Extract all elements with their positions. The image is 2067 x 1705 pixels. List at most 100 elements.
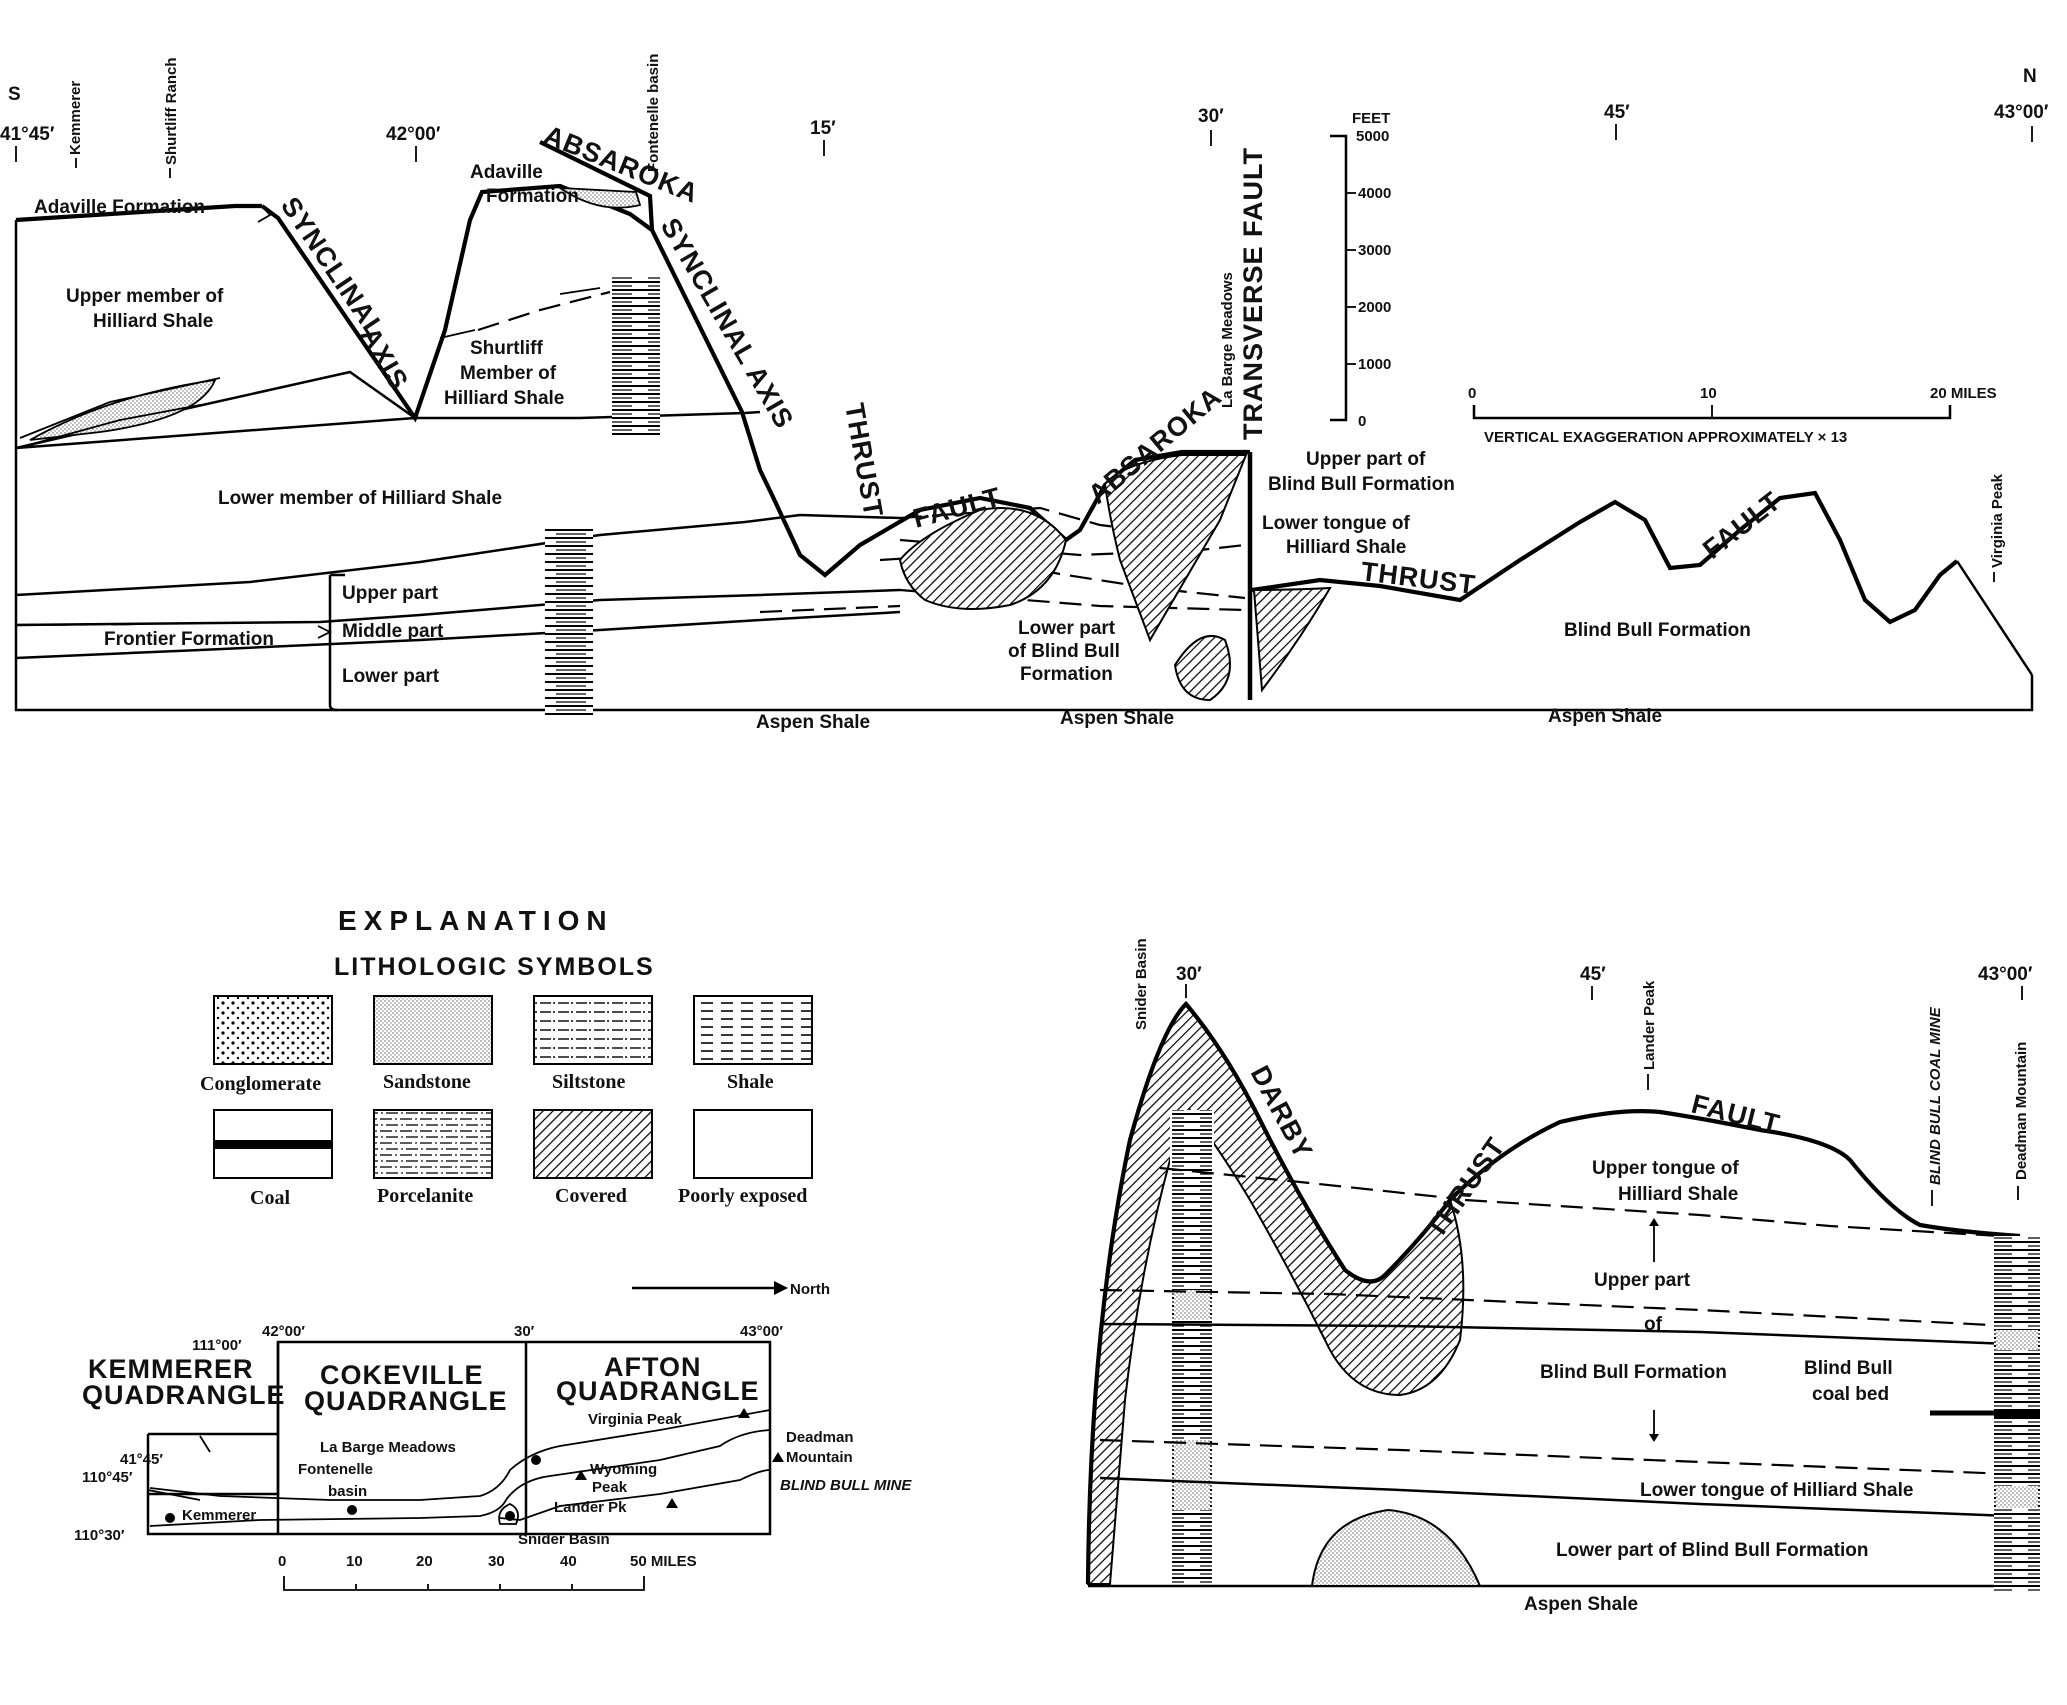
column-snider: [1172, 1110, 1212, 1586]
blabel-coal-2: coal bed: [1812, 1384, 1889, 1405]
north-arrow-label: North: [790, 1281, 830, 1298]
scale-mi-20: 20 MILES: [1930, 385, 1997, 402]
swatch-coal: [213, 1109, 333, 1179]
label-upper-hilliard-1: Upper member of: [66, 286, 224, 307]
scale-exaggeration: VERTICAL EXAGGERATION APPROXIMATELY × 13: [1484, 429, 1847, 446]
label-shurtliff-2: Member of: [460, 363, 557, 384]
blocality-lander: Lander Peak: [1641, 980, 1658, 1070]
legend-porcelanite: Porcelanite: [377, 1185, 473, 1207]
tick-30: 30′: [1198, 106, 1224, 127]
quad-cokeville-1: COKEVILLE: [320, 1360, 484, 1390]
map-tick-42: 42°00′: [262, 1323, 305, 1340]
map-scale-10: 10: [346, 1553, 363, 1570]
label-shurtliff-3: Hilliard Shale: [444, 388, 564, 409]
tick-15: 15′: [810, 118, 836, 139]
legend-coal: Coal: [250, 1187, 290, 1209]
structure-fault-2: FAULT: [1697, 486, 1786, 565]
quad-afton-1: AFTON: [604, 1352, 702, 1382]
latitude-ticks: 41°45′ 42°00′ 15′ 30′ 45′ 43°00′: [0, 102, 2049, 162]
blabel-upper-tongue-1: Upper tongue of: [1592, 1158, 1739, 1179]
place-wyoming-1: Wyoming: [590, 1461, 657, 1478]
place-fontenelle-2: basin: [328, 1483, 367, 1500]
place-virginia: Virginia Peak: [588, 1411, 683, 1428]
label-frontier: Frontier Formation: [104, 629, 274, 650]
blabel-of: of: [1644, 1314, 1663, 1335]
map-tick-110-45: 110°45′: [82, 1469, 133, 1486]
structure-transverse: TRANSVERSE FAULT: [1238, 147, 1268, 440]
label-adaville-2b: Formation: [486, 186, 579, 207]
label-lower-part: Lower part: [342, 666, 440, 687]
locality-kemmerer: Kemmerer: [67, 81, 84, 155]
locality-virginia: Virginia Peak: [1989, 473, 2006, 568]
label-upper-hilliard-2: Hilliard Shale: [93, 311, 213, 332]
scale-0: 0: [1358, 413, 1366, 430]
label-lower-hilliard: Lower member of Hilliard Shale: [218, 488, 502, 509]
scale-1000: 1000: [1358, 356, 1391, 373]
map-scale-0: 0: [278, 1553, 286, 1570]
swatch-poorly-exposed: [693, 1109, 813, 1179]
north-label: N: [2023, 66, 2037, 87]
map-scale-30: 30: [488, 1553, 505, 1570]
tick-45: 45′: [1604, 102, 1630, 123]
legend-poorly-exposed: Poorly exposed: [678, 1185, 807, 1207]
place-fontenelle-1: Fontenelle: [298, 1461, 373, 1478]
map-scale-50: 50 MILES: [630, 1553, 697, 1570]
legend-covered: Covered: [555, 1185, 627, 1207]
blocality-deadman: Deadman Mountain: [2013, 1042, 2030, 1180]
label-blind-bull: Blind Bull Formation: [1564, 620, 1751, 641]
label-upper-part: Upper part: [342, 583, 439, 604]
explanation-legend: EXPLANATION LITHOLOGIC SYMBOLS Conglomer…: [200, 905, 813, 1209]
blabel-bbf: Blind Bull Formation: [1540, 1362, 1727, 1383]
quad-afton-2: QUADRANGLE: [556, 1376, 760, 1406]
label-lower-bb-3: Formation: [1020, 664, 1113, 685]
place-mine: BLIND BULL MINE: [780, 1477, 912, 1494]
scale-3000: 3000: [1358, 242, 1391, 259]
tick-43-00: 43°00′: [1994, 102, 2049, 123]
index-map: North 42°00′ 30′ 43°00′ 111°00′ 41°45′ 1…: [74, 1281, 912, 1591]
scale-5000: 5000: [1356, 128, 1389, 145]
place-kemmerer: Kemmerer: [182, 1507, 256, 1524]
label-lower-tongue-2: Hilliard Shale: [1286, 537, 1406, 558]
blabel-aspen: Aspen Shale: [1524, 1594, 1638, 1615]
scale-unit: FEET: [1352, 110, 1390, 127]
label-middle-part: Middle part: [342, 621, 444, 642]
scale-2000: 2000: [1358, 299, 1391, 316]
label-shurtliff-1: Shurtliff: [470, 338, 543, 359]
blabel-coal-1: Blind Bull: [1804, 1358, 1893, 1379]
label-upper-bb-1: Upper part of: [1306, 449, 1426, 470]
south-label: S: [8, 84, 21, 105]
label-aspen-1: Aspen Shale: [756, 712, 870, 733]
structure-thrust: THRUST: [839, 401, 889, 520]
label-lower-bb-2: of Blind Bull: [1008, 641, 1120, 662]
blabel-upper-part: Upper part: [1594, 1270, 1691, 1291]
label-lower-bb-1: Lower part: [1018, 618, 1116, 639]
structure-axis: AXIS: [355, 322, 414, 395]
quad-cokeville-2: QUADRANGLE: [304, 1386, 508, 1416]
place-labarge: La Barge Meadows: [320, 1439, 456, 1456]
map-tick-43: 43°00′: [740, 1323, 783, 1340]
btick-45: 45′: [1580, 964, 1606, 985]
top-cross-section: S N 41°45′ 42°00′ 15′ 30′ 45′ 43°00′ Kem…: [0, 54, 2049, 733]
quad-kemmerer-2: QUADRANGLE: [82, 1380, 286, 1410]
btick-43: 43°00′: [1978, 964, 2033, 985]
swatch-shale: [693, 995, 813, 1065]
structure-synclinal-axis-2: SYNCLINAL AXIS: [655, 213, 800, 434]
place-deadman-1: Deadman: [786, 1429, 854, 1446]
explanation-subtitle: LITHOLOGIC SYMBOLS: [334, 953, 655, 981]
map-tick-111: 111°00′: [192, 1337, 242, 1354]
map-tick-110-30: 110°30′: [74, 1527, 125, 1544]
map-tick-41-45: 41°45′: [120, 1451, 163, 1468]
label-adaville-2a: Adaville: [470, 162, 543, 183]
scale-4000: 4000: [1358, 185, 1391, 202]
label-aspen-3: Aspen Shale: [1548, 706, 1662, 727]
place-snider: Snider Basin: [518, 1531, 610, 1548]
tick-42-00: 42°00′: [386, 124, 441, 145]
column-lower: [545, 528, 593, 716]
column-fontenelle: [612, 276, 660, 436]
locality-labarge: La Barge Meadows: [1219, 272, 1236, 408]
blabel-lower-tongue: Lower tongue of Hilliard Shale: [1640, 1480, 1913, 1501]
explanation-title: EXPLANATION: [338, 905, 614, 936]
label-aspen-2: Aspen Shale: [1060, 708, 1174, 729]
legend-conglomerate: Conglomerate: [200, 1073, 321, 1095]
